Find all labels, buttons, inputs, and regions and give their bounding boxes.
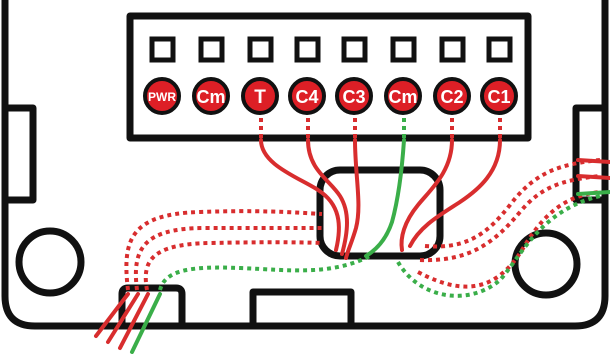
hidden-wire-red-right-1 bbox=[424, 158, 601, 249]
terminal-c3-label: C3 bbox=[342, 87, 365, 107]
hidden-wire-green-left bbox=[158, 254, 371, 291]
wire-c3 bbox=[344, 138, 361, 260]
terminal-screws bbox=[149, 36, 513, 63]
hidden-wire-green-right bbox=[396, 194, 601, 298]
bottom-center-tab bbox=[249, 288, 355, 330]
terminal-t: T bbox=[241, 77, 279, 115]
terminal-cm-1-label: Cm bbox=[196, 87, 225, 107]
wire-cm bbox=[364, 138, 406, 258]
terminal-c3: C3 bbox=[335, 77, 373, 115]
terminal-t-label: T bbox=[254, 87, 266, 108]
housing bbox=[1, 0, 609, 330]
terminal-pwr-label: PWR bbox=[148, 90, 176, 104]
front-wires bbox=[94, 138, 610, 354]
terminal-screw bbox=[149, 36, 176, 63]
terminal-c2-circle bbox=[433, 77, 471, 115]
right-wire-end-red-2 bbox=[576, 174, 610, 180]
terminal-block bbox=[126, 12, 532, 142]
wire-entry-notch bbox=[118, 284, 186, 326]
terminal-screw bbox=[486, 36, 513, 63]
terminal-c1-label: C1 bbox=[487, 87, 510, 107]
left-side-slot bbox=[1, 104, 37, 204]
terminal-screw bbox=[390, 36, 417, 63]
terminal-cm-2-circle bbox=[384, 77, 422, 115]
wire-c4 bbox=[306, 138, 349, 256]
right-wire-end-red-1 bbox=[576, 158, 610, 164]
right-mounting-hole bbox=[511, 229, 581, 299]
hidden-wire-red-1 bbox=[124, 209, 323, 291]
terminal-pwr-circle bbox=[143, 77, 181, 115]
terminal-c1-circle bbox=[480, 77, 518, 115]
wire-c2 bbox=[399, 138, 454, 252]
terminal-screw bbox=[198, 36, 225, 63]
terminal-screw bbox=[439, 36, 466, 63]
hidden-wire-red-3 bbox=[143, 240, 323, 291]
terminal-screw bbox=[294, 36, 321, 63]
wire-c1 bbox=[408, 138, 502, 248]
terminal-c1: C1 bbox=[480, 77, 518, 115]
hidden-wires bbox=[124, 110, 601, 298]
terminal-c2-label: C2 bbox=[440, 87, 463, 107]
terminal-pwr: PWR bbox=[143, 77, 181, 115]
bottom-wire-end-red-3 bbox=[118, 292, 150, 350]
terminal-screw bbox=[341, 36, 368, 63]
terminal-cm-1-circle bbox=[192, 77, 230, 115]
bottom-wire-end-red-1 bbox=[94, 292, 130, 338]
terminal-c4-circle bbox=[288, 77, 326, 115]
right-wire-end-green bbox=[576, 190, 610, 196]
wire-t bbox=[259, 138, 341, 252]
terminal-c2: C2 bbox=[433, 77, 471, 115]
terminal-cm-2-label: Cm bbox=[388, 87, 417, 107]
terminal-t-circle bbox=[241, 77, 279, 115]
bottom-wire-end-green bbox=[130, 292, 162, 354]
hidden-wire-red-right-2 bbox=[419, 174, 601, 263]
right-side-slot bbox=[572, 104, 609, 204]
terminal-c3-circle bbox=[335, 77, 373, 115]
left-mounting-hole bbox=[15, 227, 85, 297]
terminal-labels: PWR Cm T C4 C3 Cm C2 C1 bbox=[143, 77, 518, 115]
terminal-cm-2: Cm bbox=[384, 77, 422, 115]
bottom-wire-end-red-2 bbox=[106, 292, 140, 344]
terminal-c4: C4 bbox=[288, 77, 326, 115]
terminal-cm-1: Cm bbox=[192, 77, 230, 115]
terminal-c4-label: C4 bbox=[295, 87, 318, 107]
terminal-screw bbox=[247, 36, 274, 63]
